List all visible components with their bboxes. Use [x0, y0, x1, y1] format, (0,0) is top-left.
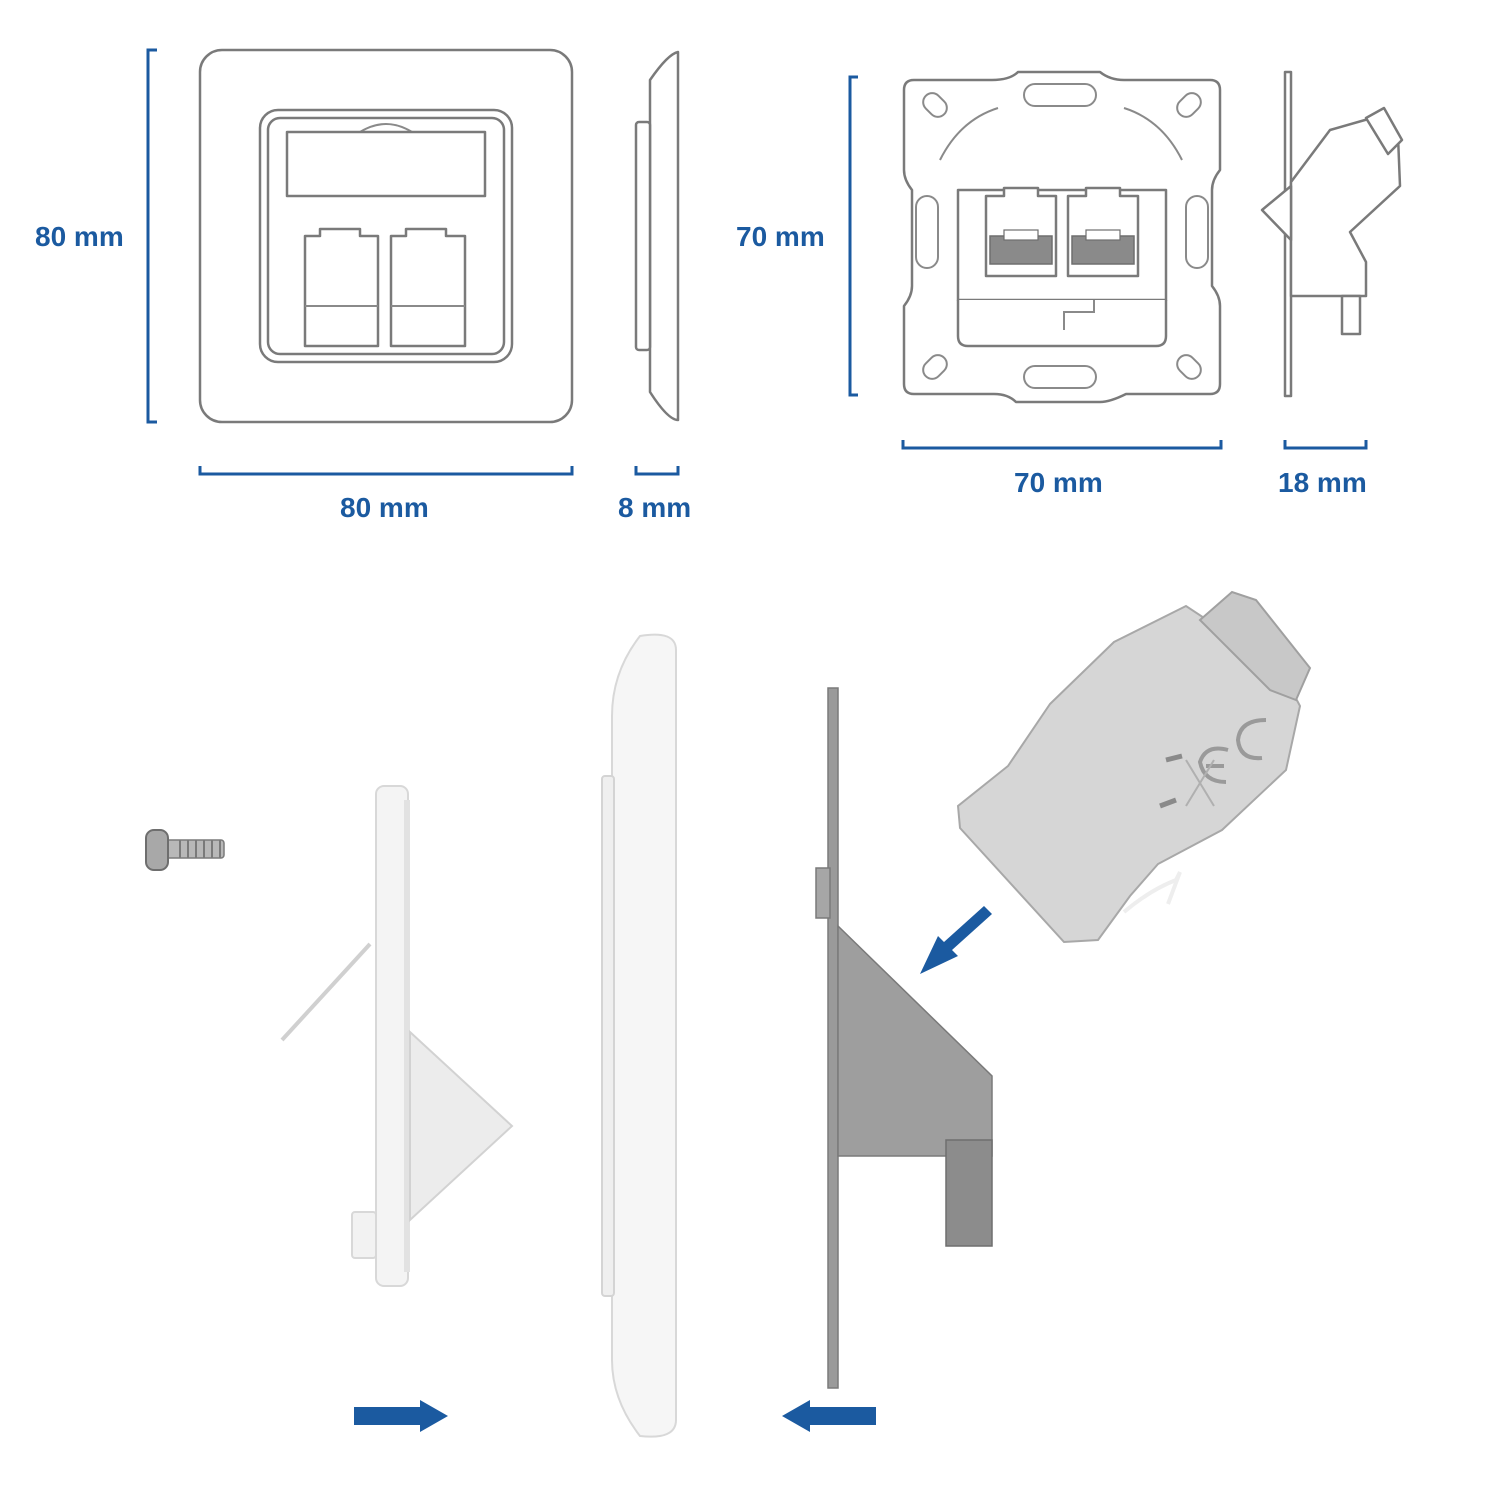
arrow-left-icon	[782, 1400, 876, 1432]
insert-depth-label: 18 mm	[1278, 467, 1367, 498]
arrow-down-left-icon	[920, 906, 992, 974]
port-left	[303, 227, 380, 348]
keystone-cap	[1198, 590, 1312, 702]
arc-tl	[939, 107, 999, 161]
corner-slot-bl	[922, 354, 948, 380]
bracket-clip	[815, 867, 831, 919]
insert-side-body	[1289, 116, 1402, 298]
top-slot	[1023, 83, 1097, 107]
left-slot	[915, 195, 939, 269]
insert-side-cap	[1364, 106, 1404, 156]
frame-plate	[375, 785, 409, 1287]
insert-width-label: 70 mm	[1014, 467, 1103, 498]
arc-tr	[1123, 107, 1183, 161]
cover-side-profile	[648, 50, 680, 422]
cover-top-arc	[359, 123, 413, 133]
screw-thread	[179, 840, 221, 858]
insert-side-tab	[1340, 294, 1362, 336]
insert-height-dimension-line	[848, 75, 858, 397]
cover-depth-label: 8 mm	[618, 492, 691, 523]
right-slot	[1185, 195, 1209, 269]
bracket-plate	[827, 687, 839, 1389]
ce-c-icon	[1235, 718, 1267, 761]
cover-width-dimension-line	[198, 466, 574, 476]
bracket-wedge	[837, 924, 993, 1157]
screw	[145, 829, 225, 871]
frame-edge	[404, 800, 410, 1272]
metal-bracket-part	[815, 687, 993, 1389]
frame-foot	[351, 1211, 377, 1259]
corner-slot-br	[1176, 354, 1202, 380]
corner-slot-tl	[922, 92, 948, 118]
cover-width-label: 80 mm	[340, 492, 429, 523]
keystone-mark	[1159, 753, 1183, 809]
insert-front-view: 70 mm 70 mm	[736, 70, 1223, 498]
cover-depth-dimension-line	[634, 466, 680, 476]
frame-tab	[280, 942, 372, 1042]
cover-side-step	[634, 120, 652, 352]
keystone-module-part	[956, 590, 1312, 944]
rj45-left	[984, 186, 1058, 278]
insert-side-view: 18 mm	[1260, 70, 1404, 498]
insert-side-wedge	[1260, 184, 1293, 242]
cover-height-dimension-line	[146, 48, 157, 424]
ce-e-icon	[1197, 746, 1229, 784]
cover-side-view: 8 mm	[618, 50, 691, 523]
cover-plate-body	[611, 633, 677, 1438]
frame-wedge	[409, 1029, 514, 1223]
cover-front-view: 80 mm 80 mm	[35, 48, 574, 523]
weee-bin-icon	[1185, 759, 1215, 807]
insert-depth-dimension-line	[1283, 440, 1368, 450]
keystone-lower	[956, 300, 1168, 348]
cover-plate-step	[601, 775, 615, 1297]
cover-plate-part	[601, 633, 677, 1438]
rj45-right	[1066, 186, 1140, 278]
label-window	[285, 130, 487, 198]
insert-width-dimension-line	[901, 440, 1223, 450]
screw-head	[145, 829, 169, 871]
keystone-latch	[1122, 871, 1182, 914]
bracket-foot	[945, 1139, 993, 1247]
arrow-right-icon	[354, 1400, 448, 1432]
cover-height-label: 80 mm	[35, 221, 124, 252]
insert-height-label: 70 mm	[736, 221, 825, 252]
corner-slot-tr	[1176, 92, 1202, 118]
bottom-slot	[1023, 365, 1097, 389]
frame-side-part	[280, 785, 514, 1287]
center-latch	[1063, 300, 1095, 330]
port-right	[389, 227, 467, 348]
